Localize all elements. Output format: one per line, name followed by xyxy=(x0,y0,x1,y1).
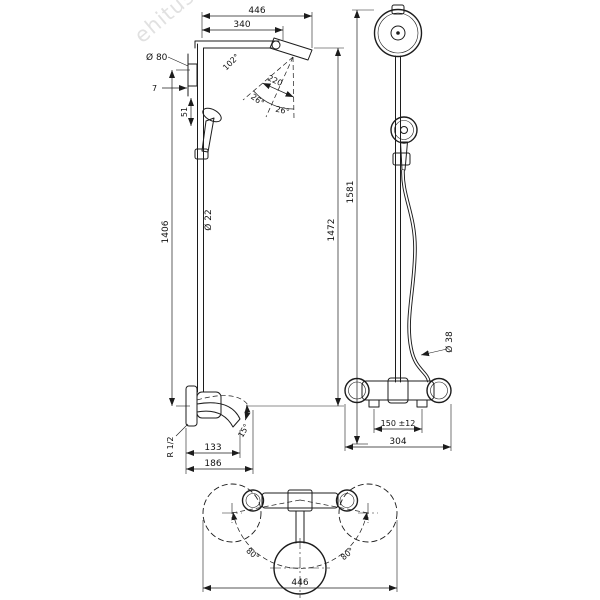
spout-outlet-circle xyxy=(270,538,330,598)
label-head-angle: 102° xyxy=(221,52,241,72)
label-spray-angle-right: 26° xyxy=(275,105,291,117)
hand-shower-front xyxy=(390,116,418,171)
dim-valve-width: 304 xyxy=(389,437,406,447)
top-view: 80° 80° 446 xyxy=(202,483,398,598)
spray-cone xyxy=(242,56,295,120)
watermark-text: ehitus xyxy=(130,0,199,48)
shower-pipe-front xyxy=(395,55,401,383)
label-swivel-angle-left: 80° xyxy=(244,546,261,562)
dim-connection-spacing: 150 ±12 xyxy=(381,419,416,428)
bath-valve-side xyxy=(185,385,251,428)
dim-swivel-width: 446 xyxy=(291,578,308,588)
label-pipe-diameter: Ø 22 xyxy=(203,209,214,230)
overhead-shower-front xyxy=(373,4,423,58)
shower-pipe-side xyxy=(194,40,280,393)
side-view: 446 340 Ø 80 7 102° 220 26° 26° 51 xyxy=(146,6,344,474)
hand-shower-side xyxy=(194,107,222,160)
dim-height-front: 1581 xyxy=(346,181,356,204)
dim-spout-reach-long: 186 xyxy=(204,459,221,469)
wall-bracket-side xyxy=(187,53,198,97)
shower-hose xyxy=(401,169,431,383)
valve-front xyxy=(344,377,452,408)
front-view: 1581 Ø 38 150 ±12 304 xyxy=(344,4,455,451)
dim-height-side: 1472 xyxy=(327,219,337,242)
side-view-dimensions: 446 340 Ø 80 7 102° 220 26° 26° 51 xyxy=(146,6,344,474)
label-hose-diameter: Ø 38 xyxy=(444,331,455,353)
label-swivel-angle-right: 80° xyxy=(339,546,356,562)
valve-top-view xyxy=(241,489,359,544)
label-flange-diameter: Ø 80 xyxy=(146,52,168,63)
dim-arm-length: 340 xyxy=(233,20,250,30)
dim-spout-reach-short: 133 xyxy=(204,443,221,453)
dim-pipe-offset: 51 xyxy=(180,107,189,117)
dim-pipe-height: 1406 xyxy=(161,220,171,243)
front-view-dimensions: 1581 Ø 38 150 ±12 304 xyxy=(344,9,455,451)
overhead-shower-side xyxy=(269,37,313,61)
top-view-dimensions: 446 xyxy=(202,520,398,592)
swivel-range: 80° 80° xyxy=(202,483,398,569)
label-spray-angle-left: 26° xyxy=(249,92,266,108)
label-spout-angle: 15° xyxy=(236,422,251,439)
label-thread: R 1/2 xyxy=(166,437,175,458)
dim-wall-offset: 7 xyxy=(152,84,157,93)
dim-top-width: 446 xyxy=(248,6,265,16)
